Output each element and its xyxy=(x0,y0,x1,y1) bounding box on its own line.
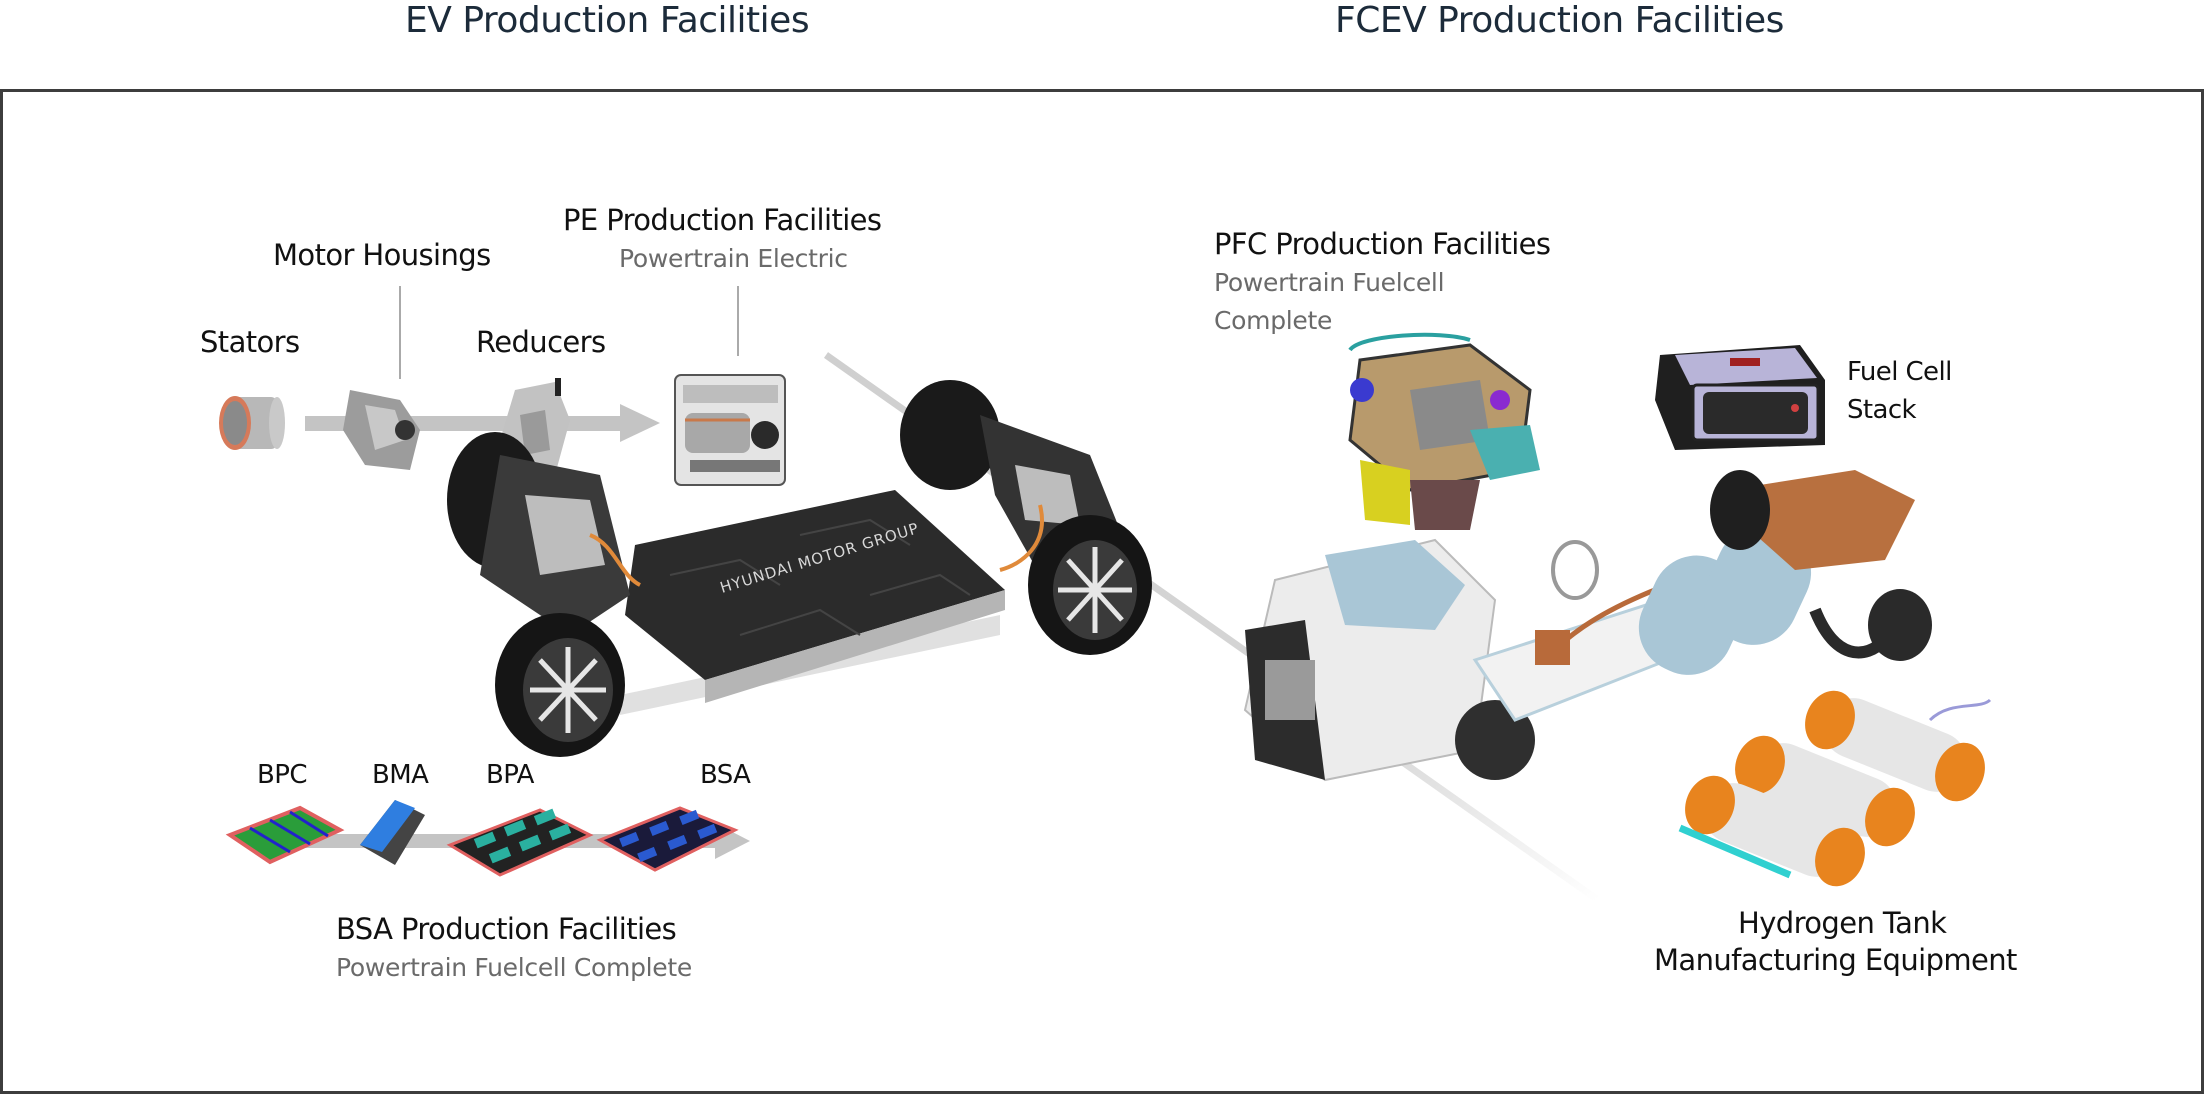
stators-label: Stators xyxy=(200,325,300,359)
pe-facilities-subtitle: Powertrain Electric xyxy=(619,244,848,273)
bsa-step-bpc: BPC xyxy=(257,760,307,790)
pe-connector xyxy=(737,286,739,356)
bsa-icon xyxy=(596,806,739,872)
pe-unit-icon xyxy=(674,374,786,486)
battery-pack xyxy=(625,490,1005,680)
pfc-module-icon xyxy=(1348,332,1540,530)
motor-housings-label: Motor Housings xyxy=(273,238,491,272)
ev-section-title: EV Production Facilities xyxy=(405,0,810,41)
pfc-facilities-title: PFC Production Facilities xyxy=(1214,227,1551,261)
reducers-label: Reducers xyxy=(476,325,606,359)
bsa-facilities-subtitle: Powertrain Fuelcell Complete xyxy=(336,953,692,982)
fcev-section-title: FCEV Production Facilities xyxy=(1335,0,1784,41)
fuel-cell-stack-icon xyxy=(1655,345,1825,450)
pe-flow-graphic xyxy=(219,378,660,478)
hydrogen-tanks-icon xyxy=(1678,690,1992,887)
bsa-step-bsa: BSA xyxy=(700,760,751,790)
hydrogen-tank-label-line1: Hydrogen Tank xyxy=(1738,906,1947,940)
pe-facilities-title: PE Production Facilities xyxy=(563,203,882,237)
diagram-frame xyxy=(0,89,2204,1094)
pe-flow-arrow-head xyxy=(620,404,660,442)
stator-icon xyxy=(219,396,285,450)
hydrogen-tank-label-line2: Manufacturing Equipment xyxy=(1654,943,2017,977)
motor-housing-icon xyxy=(343,390,420,470)
motor-housings-connector xyxy=(399,286,401,379)
pfc-facilities-subtitle-line2: Complete xyxy=(1214,306,1333,335)
hydrogen-tank-1 xyxy=(1685,775,1865,887)
bsa-facilities-title: BSA Production Facilities xyxy=(336,912,677,946)
fcev-vehicle-illustration xyxy=(1243,470,1932,782)
hydrogen-tank-3 xyxy=(1805,690,1985,802)
bsa-flow-graphic xyxy=(225,800,750,877)
bsa-step-bpa: BPA xyxy=(486,760,534,790)
fuel-cell-stack-label-line2: Stack xyxy=(1847,395,1917,425)
fuel-cell-stack-label-line1: Fuel Cell xyxy=(1847,357,1952,387)
bpc-icon xyxy=(225,805,345,865)
bma-icon xyxy=(360,800,425,865)
ev-chassis-illustration: HYUNDAI MOTOR GROUP xyxy=(447,380,1152,757)
hydrogen-tank-2 xyxy=(1735,735,1915,847)
bpa-icon xyxy=(446,808,594,877)
bsa-step-bma: BMA xyxy=(372,760,429,790)
pfc-facilities-subtitle-line1: Powertrain Fuelcell xyxy=(1214,268,1445,297)
